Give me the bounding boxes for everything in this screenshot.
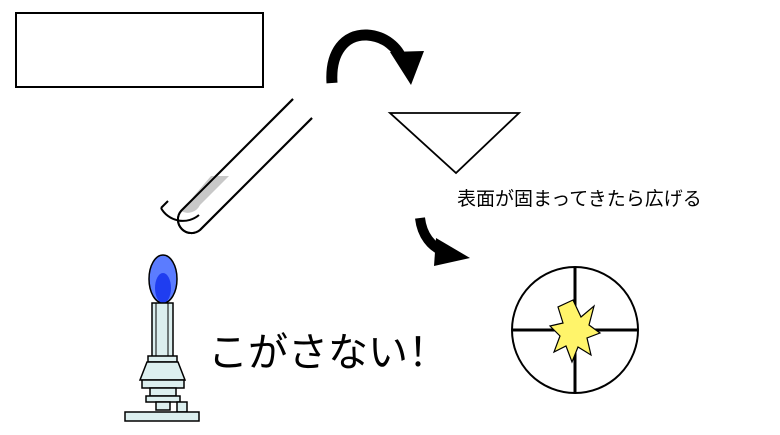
bunsen-burner-icon xyxy=(124,254,200,422)
crosshair-circle-icon xyxy=(511,266,639,394)
test-tube-icon xyxy=(160,98,313,235)
curved-down-arrow-icon xyxy=(415,217,470,266)
surface-instruction-label: 表面が固まってきたら広げる xyxy=(457,188,702,210)
blank-label-box xyxy=(15,12,264,88)
evaporating-dish-icon xyxy=(387,112,522,175)
spark-icon xyxy=(548,299,602,364)
curved-arrow-icon xyxy=(326,29,424,85)
flame-inner xyxy=(155,273,171,303)
warning-label: こがさない！ xyxy=(208,330,448,376)
test-tube-liquid xyxy=(181,176,229,213)
